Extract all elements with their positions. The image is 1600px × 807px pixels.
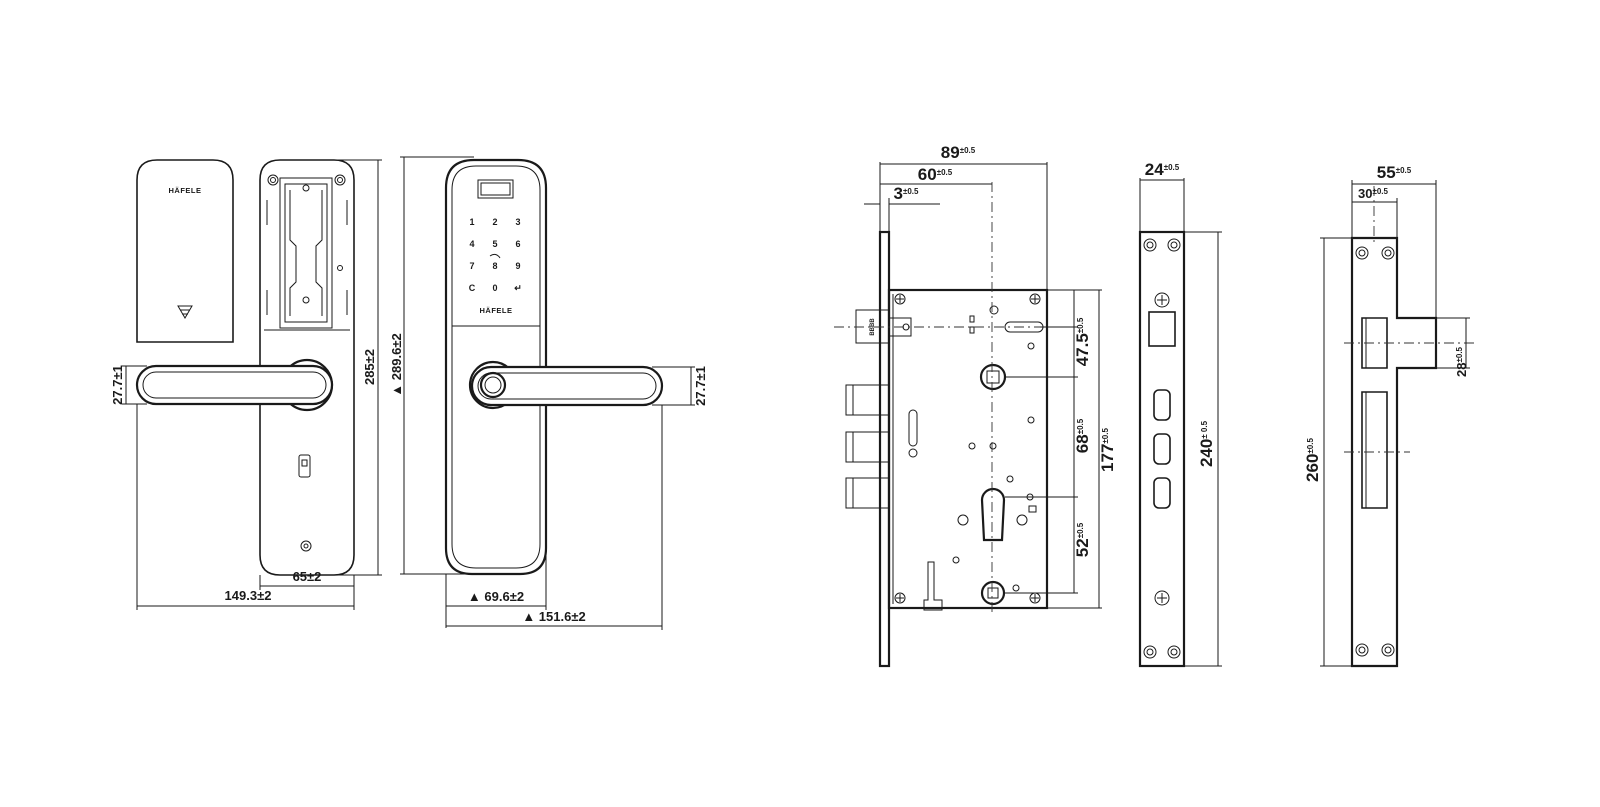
lever-handle-left: [135, 358, 334, 412]
key-2: 2: [492, 217, 497, 227]
dim-30: 30±0.5: [1358, 186, 1389, 201]
key-3: 3: [515, 217, 520, 227]
keypad: 1 2 3 4 5 6 7 8 9 C 0 ↵: [469, 217, 522, 293]
key-4: 4: [469, 239, 474, 249]
thumb-turn: [298, 454, 311, 478]
nfc-icon: [489, 253, 501, 259]
dim-27-left: 27.7±1: [110, 365, 125, 405]
key-6: 6: [515, 239, 520, 249]
key-9: 9: [515, 261, 520, 271]
faceplate-front-view: 24±0.5 240± 0.5: [1138, 160, 1222, 668]
dim-240: 240± 0.5: [1197, 420, 1216, 467]
dim-28: 28±0.5: [1454, 346, 1469, 377]
key-8: 8: [492, 261, 497, 271]
lcd-display: [477, 179, 514, 199]
dim-52: 52±0.5: [1073, 522, 1092, 557]
left-dimensions: 149.3±2 65±2 285±2 ▲ 289.6±2 27.7±1 27.7…: [110, 156, 708, 630]
dim-285: 285±2: [362, 349, 377, 385]
latch-stamp: BBBB: [870, 318, 876, 336]
dim-289: ▲ 289.6±2: [389, 333, 404, 396]
mortise-dimensions: 89±0.5 60±0.5 3±0.5 47.5±0.5 68±0.5 52±0…: [864, 143, 1117, 609]
dim-68: 68±0.5: [1073, 418, 1092, 453]
strike-bolt-opening: [1361, 391, 1388, 509]
lever-handle-right: [468, 360, 664, 410]
strike-latch-opening: [1361, 317, 1388, 369]
dim-89: 89±0.5: [941, 143, 976, 162]
dim-60: 60±0.5: [918, 165, 953, 184]
key-5: 5: [492, 239, 497, 249]
dim-55: 55±0.5: [1377, 163, 1412, 182]
battery-compartment: [279, 177, 333, 329]
mortise-faceplate: [878, 230, 891, 668]
deadbolt-1: [845, 384, 890, 416]
euro-cylinder-cutout: [980, 487, 1006, 542]
dim-27-right: 27.7±1: [693, 366, 708, 406]
dim-24: 24±0.5: [1145, 160, 1180, 179]
bottom-screw: [300, 540, 312, 552]
front-brand: HÄFELE: [480, 306, 513, 315]
dim-3: 3±0.5: [894, 184, 920, 203]
battery-cover: HÄFELE: [136, 159, 234, 343]
strike-plate: 55±0.5 30±0.5 28±0.5 260±0.5: [1303, 163, 1474, 668]
latch-opening: [1148, 311, 1176, 347]
deadbolt-2: [845, 431, 890, 463]
dim-260: 260±0.5: [1303, 438, 1322, 482]
battery-cover-brand: HÄFELE: [169, 186, 202, 195]
dim-177: 177±0.5: [1098, 428, 1117, 472]
bolt-opening-1: [1153, 389, 1171, 421]
deadbolt-3: [845, 477, 890, 509]
mortise-lock-body: BBBB: [834, 182, 1049, 668]
key-enter: ↵: [514, 283, 522, 293]
dim-149: 149.3±2: [225, 588, 272, 603]
dim-151: ▲ 151.6±2: [522, 609, 585, 624]
key-0: 0: [492, 283, 497, 293]
back-plate: [259, 159, 355, 576]
bolt-opening-2: [1153, 433, 1171, 465]
dim-47: 47.5±0.5: [1073, 317, 1092, 366]
dim-65: 65±2: [293, 569, 322, 584]
bolt-opening-3: [1153, 477, 1171, 509]
key-7: 7: [469, 261, 474, 271]
dim-69: ▲ 69.6±2: [468, 589, 524, 604]
follower-hub: [979, 363, 1007, 391]
key-1: 1: [469, 217, 474, 227]
key-c: C: [469, 283, 476, 293]
cover-arrow-icon: [177, 305, 193, 319]
